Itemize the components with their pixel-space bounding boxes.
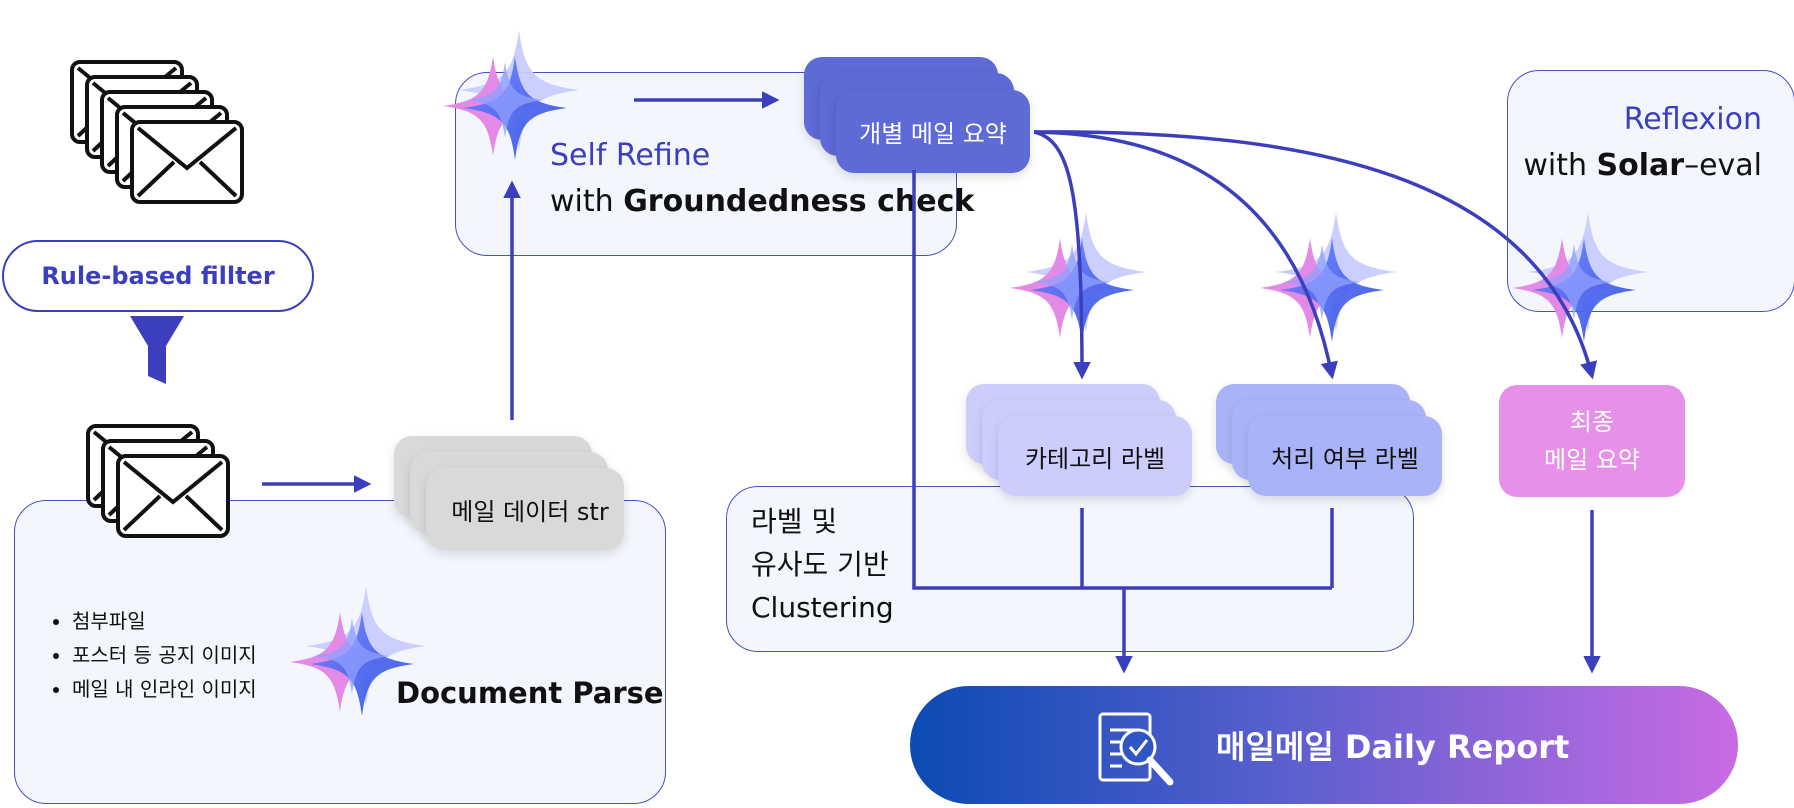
reflexion-subtitle-suffix: –eval <box>1684 148 1762 183</box>
category-card-label: 카테고리 라벨 <box>1024 444 1166 473</box>
reflexion-subtitle: with Solar–eval <box>1523 148 1762 183</box>
document-parse-bullets: 첨부파일 포스터 등 공지 이미지 메일 내 인라인 이미지 <box>52 604 257 706</box>
self-refine-title: Self Refine <box>550 138 711 173</box>
process-card <box>1248 416 1442 496</box>
category-card <box>998 416 1192 496</box>
flow-arrows <box>262 91 1601 674</box>
clustering-panel <box>726 486 1414 652</box>
self-refine-subtitle: with Groundedness check <box>550 184 974 219</box>
mail-data-card-label: 메일 데이터 str <box>451 497 609 526</box>
final-summary-line2: 메일 요약 <box>1544 446 1640 474</box>
bullet-item: 첨부파일 <box>72 604 257 638</box>
arrow-summary-to-process <box>1033 130 1338 380</box>
clustering-line2: 유사도 기반 <box>751 548 889 581</box>
self-refine-subtitle-prefix: with <box>550 184 624 219</box>
sparkle-self-refine-icon <box>443 30 579 160</box>
mail-data-card <box>426 468 624 550</box>
sparkle-document-parse-icon <box>290 586 426 716</box>
envelope-stack-icon <box>70 60 244 204</box>
clustering-line1: 라벨 및 <box>751 505 838 538</box>
report-document-icon <box>1098 712 1174 786</box>
funnel-icon <box>130 316 184 384</box>
self-refine-subtitle-bold: Groundedness check <box>623 184 975 219</box>
sparkle-reflexion-icon <box>1512 212 1648 342</box>
daily-report-label: 매일메일 Daily Report <box>1216 728 1570 766</box>
bullet-item: 메일 내 인라인 이미지 <box>72 672 257 706</box>
summary-card <box>836 90 1030 173</box>
reflexion-subtitle-bold: Solar <box>1596 148 1685 183</box>
final-summary-label: 최종 메일 요약 <box>1499 385 1685 497</box>
sparkle-process-icon <box>1260 212 1396 342</box>
reflexion-title: Reflexion <box>1623 102 1762 137</box>
daily-report-bar <box>910 686 1738 804</box>
arrow-summary-to-final <box>1033 130 1598 380</box>
final-summary-line1: 최종 <box>1569 408 1615 436</box>
process-card-label: 처리 여부 라벨 <box>1271 444 1419 473</box>
rule-based-filter: Rule-based fillter <box>2 240 314 312</box>
final-summary-card <box>1499 385 1685 497</box>
bullet-item: 포스터 등 공지 이미지 <box>72 638 257 672</box>
document-parse-title: Document Parse <box>396 676 664 710</box>
arrow-summary-to-category <box>1033 130 1091 380</box>
summary-card-label: 개별 메일 요약 <box>859 120 1007 148</box>
filtered-envelope-icon <box>86 424 230 538</box>
clustering-text: 라벨 및 유사도 기반 Clustering <box>751 500 894 629</box>
clustering-line3: Clustering <box>751 591 894 624</box>
reflexion-subtitle-prefix: with <box>1523 148 1597 183</box>
line-summary-down <box>912 170 1332 590</box>
